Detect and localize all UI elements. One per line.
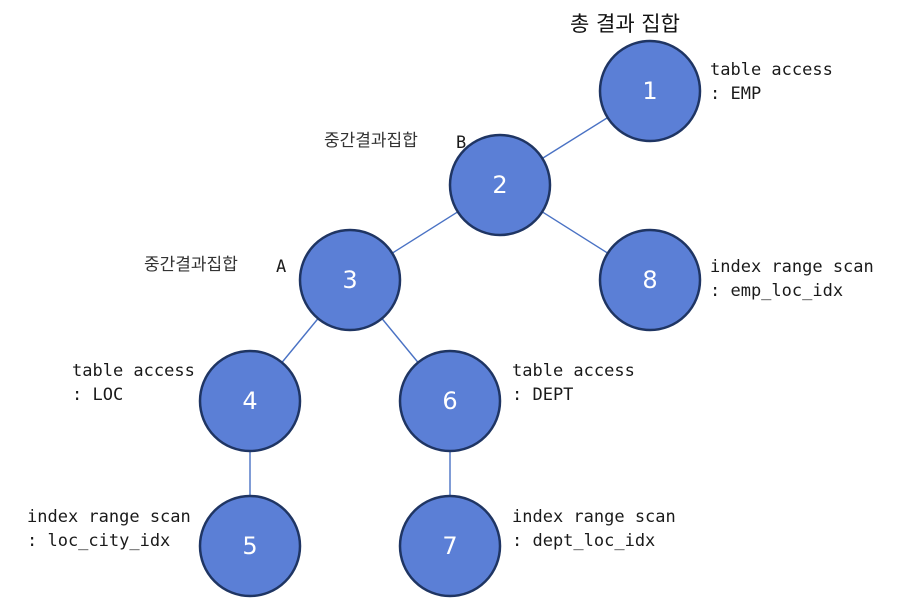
node-1-object: : EMP — [710, 84, 761, 104]
diagram-title: 총 결과 집합 — [570, 12, 680, 36]
node-4-operation: table access — [72, 361, 195, 381]
node-1-operation: table access — [710, 60, 833, 80]
edge-2-8 — [541, 211, 609, 254]
node-4-label: 4 — [242, 387, 257, 415]
node-3-label: 3 — [342, 266, 357, 294]
plan-node-3: 3 — [298, 228, 402, 332]
node-5-operation: index range scan — [27, 507, 191, 527]
plan-node-5: 5 — [198, 494, 302, 598]
node-6-label: 6 — [442, 387, 457, 415]
edge-3-4 — [281, 318, 319, 363]
tree-edges — [249, 117, 609, 496]
edge-1-2 — [542, 117, 608, 159]
node-1-circle — [598, 39, 702, 143]
node-2-circle — [448, 133, 552, 237]
intermediate-result-a-suffix: A — [276, 257, 286, 277]
node-7-label: 7 — [442, 532, 457, 560]
node-8-object: : emp_loc_idx — [710, 281, 843, 301]
plan-node-7: 7 — [398, 494, 502, 598]
node-8-circle — [598, 228, 702, 332]
tree-nodes: 1 2 3 4 5 6 7 8 — [198, 39, 702, 598]
plan-node-4: 4 — [198, 349, 302, 453]
plan-node-8: 8 — [598, 228, 702, 332]
edge-2-3 — [391, 211, 459, 254]
plan-node-1: 1 — [598, 39, 702, 143]
node-7-operation: index range scan — [512, 507, 676, 527]
node-7-circle — [398, 494, 502, 598]
node-5-object: : loc_city_idx — [27, 531, 170, 551]
node-6-circle — [398, 349, 502, 453]
plan-node-6: 6 — [398, 349, 502, 453]
node-3-circle — [298, 228, 402, 332]
node-8-operation: index range scan — [710, 257, 874, 277]
node-4-circle — [198, 349, 302, 453]
node-4-object: : LOC — [72, 385, 123, 405]
node-7-object: : dept_loc_idx — [512, 531, 655, 551]
node-5-label: 5 — [242, 532, 257, 560]
intermediate-result-a-label: 중간결과집합 — [144, 255, 238, 275]
plan-node-2: 2 — [448, 133, 552, 237]
edge-3-6 — [381, 318, 419, 363]
node-6-object: : DEPT — [512, 385, 573, 405]
intermediate-result-b-label: 중간결과집합 — [324, 131, 418, 151]
node-2-label: 2 — [492, 171, 507, 199]
node-1-label: 1 — [642, 77, 657, 105]
intermediate-result-b-suffix: B — [456, 133, 466, 153]
node-6-operation: table access — [512, 361, 635, 381]
node-8-label: 8 — [642, 266, 657, 294]
node-5-circle — [198, 494, 302, 598]
